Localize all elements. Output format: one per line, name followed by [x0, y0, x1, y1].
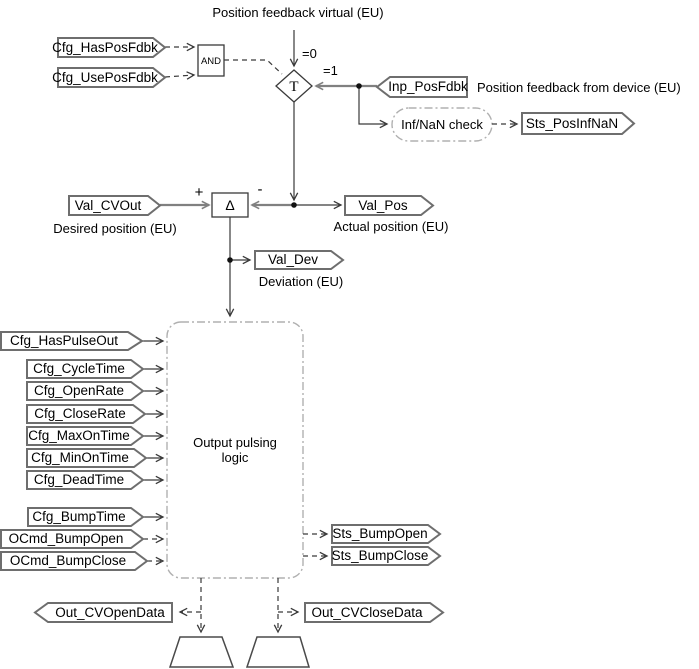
- tag-val-pos: Val_Pos: [344, 195, 435, 216]
- svg-text:Cfg_HasPosFdbk: Cfg_HasPosFdbk: [52, 40, 158, 55]
- transfer-selector-label: T: [289, 79, 298, 95]
- output-pulsing-logic-label-line1: Output pulsing: [193, 435, 277, 450]
- svg-text:Val_Pos: Val_Pos: [358, 198, 408, 213]
- svg-text:OCmd_BumpOpen: OCmd_BumpOpen: [9, 531, 124, 546]
- tag-cfg-min-on-time: Cfg_MinOnTime: [26, 448, 148, 468]
- output-pulsing-logic-block: Output pulsing logic: [166, 321, 304, 579]
- junction-dot-valpos: [291, 202, 297, 208]
- tag-ocmd-bump-close: OCmd_BumpClose: [0, 551, 149, 571]
- tag-cfg-cycle-time: Cfg_CycleTime: [26, 359, 145, 379]
- svg-text:Sts_PosInfNaN: Sts_PosInfNaN: [526, 116, 618, 131]
- svg-text:Cfg_CycleTime: Cfg_CycleTime: [33, 361, 125, 376]
- tag-sts-bump-close: Sts_BumpClose: [331, 546, 442, 566]
- svg-text:Val_CVOut: Val_CVOut: [75, 198, 142, 213]
- and-gate: AND: [197, 44, 225, 77]
- svg-text:Cfg_MinOnTime: Cfg_MinOnTime: [31, 450, 129, 465]
- tag-cfg-max-on-time: Cfg_MaxOnTime: [26, 426, 145, 446]
- and-gate-label: AND: [201, 56, 221, 67]
- svg-text:Out_CVOpenData: Out_CVOpenData: [55, 605, 165, 620]
- and-to-selector-line: [224, 59, 283, 75]
- svg-text:Cfg_OpenRate: Cfg_OpenRate: [34, 383, 124, 398]
- minus-sign: -: [258, 181, 263, 198]
- delta-block: Δ: [211, 192, 249, 218]
- plus-sign: +: [195, 184, 204, 201]
- cv-open-output-symbol: [168, 636, 235, 668]
- and-gate-box: [197, 44, 225, 77]
- tag-ocmd-bump-open: OCmd_BumpOpen: [0, 529, 145, 549]
- svg-text:Val_Dev: Val_Dev: [268, 252, 318, 267]
- tag-out-cv-open-data: Out_CVOpenData: [33, 602, 173, 623]
- svg-text:Inp_PosFdbk: Inp_PosFdbk: [388, 79, 468, 94]
- tag-cfg-has-pulse-out: Cfg_HasPulseOut: [0, 331, 144, 351]
- svg-text:Cfg_UsePosFdbk: Cfg_UsePosFdbk: [52, 70, 158, 85]
- cv-close-output-symbol: [245, 636, 311, 668]
- junction-dot-valdev: [227, 257, 233, 263]
- connectors: [142, 30, 519, 634]
- case-one-label: =1: [323, 63, 338, 78]
- delta-label: Δ: [225, 197, 234, 213]
- transfer-selector: T: [275, 69, 313, 103]
- tag-cfg-use-pos-fdbk: Cfg_UsePosFdbk: [52, 67, 167, 88]
- svg-text:Out_CVCloseData: Out_CVCloseData: [311, 605, 423, 620]
- infnan-check-label: Inf/NaN check: [401, 117, 483, 132]
- svg-text:Sts_BumpOpen: Sts_BumpOpen: [332, 526, 427, 541]
- tag-cfg-close-rate: Cfg_CloseRate: [26, 404, 147, 424]
- tag-cfg-bump-time: Cfg_BumpTime: [27, 507, 145, 527]
- tag-cfg-dead-time: Cfg_DeadTime: [26, 470, 145, 490]
- delta-box: [211, 192, 249, 218]
- device-feedback-label: Position feedback from device (EU): [477, 80, 681, 95]
- actual-position-label: Actual position (EU): [334, 219, 449, 234]
- svg-text:Sts_BumpClose: Sts_BumpClose: [332, 548, 429, 563]
- svg-text:Cfg_DeadTime: Cfg_DeadTime: [34, 472, 124, 487]
- transfer-selector-diamond: [275, 69, 313, 103]
- infnan-branch-line: [358, 86, 389, 129]
- svg-text:Cfg_CloseRate: Cfg_CloseRate: [34, 406, 126, 421]
- tag-cfg-open-rate: Cfg_OpenRate: [26, 381, 145, 401]
- output-pulsing-logic-border: [166, 321, 304, 579]
- output-pulsing-logic-label-line2: logic: [222, 450, 249, 465]
- svg-text:Cfg_HasPulseOut: Cfg_HasPulseOut: [10, 333, 118, 348]
- tag-sts-pos-inf-nan: Sts_PosInfNaN: [521, 112, 636, 135]
- infnan-check-block: Inf/NaN check: [391, 107, 493, 142]
- deviation-label: Deviation (EU): [259, 274, 344, 289]
- useposfdbk-to-and-line: [164, 71, 196, 80]
- tag-sts-bump-open: Sts_BumpOpen: [331, 524, 442, 544]
- desired-position-label: Desired position (EU): [53, 221, 177, 236]
- case-zero-label: =0: [302, 46, 317, 61]
- tag-cfg-has-pos-fdbk: Cfg_HasPosFdbk: [52, 37, 167, 58]
- svg-text:Cfg_MaxOnTime: Cfg_MaxOnTime: [28, 428, 130, 443]
- junction-dot-inp: [356, 83, 362, 89]
- tag-inp-pos-fdbk: Inp_PosFdbk: [375, 76, 468, 98]
- tag-val-cv-out: Val_CVOut: [68, 195, 162, 216]
- tag-out-cv-close-data: Out_CVCloseData: [304, 602, 445, 623]
- virtual-feedback-label: Position feedback virtual (EU): [212, 5, 383, 20]
- tag-val-dev: Val_Dev: [254, 250, 345, 270]
- svg-text:Cfg_BumpTime: Cfg_BumpTime: [32, 509, 125, 524]
- svg-text:OCmd_BumpClose: OCmd_BumpClose: [10, 553, 126, 568]
